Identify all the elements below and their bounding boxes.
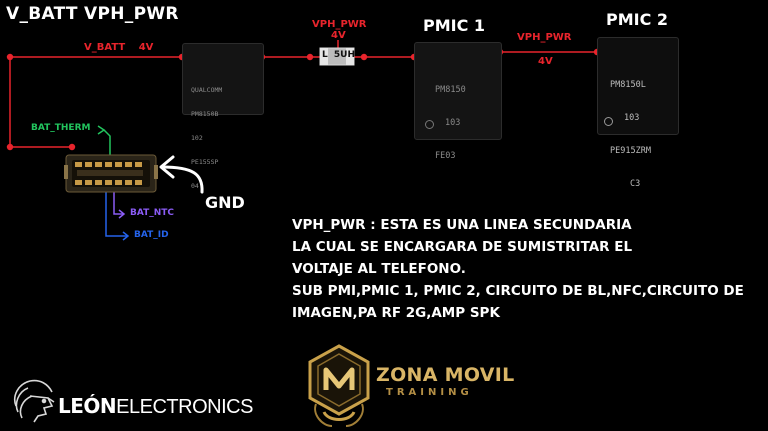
zona-movil-logo: ZONA MOVIL TRAINING xyxy=(302,342,514,430)
bat-therm-wire xyxy=(103,129,111,155)
gnd-label: GND xyxy=(205,193,245,212)
pm8150b-chip: QUALCOMM PM8150B 102 PE155SP 04 xyxy=(182,43,264,190)
leon-bold-text: LEÓN xyxy=(58,394,117,418)
pmic2-label: PMIC 2 xyxy=(606,10,669,29)
bat-ntc-label: BAT_NTC xyxy=(130,208,175,218)
chip-line: PE915ZRM xyxy=(610,146,651,156)
node-dot xyxy=(306,53,314,61)
node-dot xyxy=(68,143,76,151)
chip-line: 103 xyxy=(624,113,640,123)
bat-id-wire xyxy=(105,192,128,237)
training-text: TRAINING xyxy=(386,387,473,398)
battery-connector xyxy=(64,154,158,193)
bat-therm-label: BAT_THERM xyxy=(31,123,91,133)
description-line: IMAGEN,PA RF 2G,AMP SPK xyxy=(292,305,500,321)
inductor xyxy=(319,47,355,66)
description-text: VPH_PWR : ESTA ES UNA LINEA SECUNDARIA L… xyxy=(292,214,752,324)
description-line: VOLTAJE AL TELEFONO. xyxy=(292,261,466,277)
diagram-title: V_BATT VPH_PWR xyxy=(6,4,179,24)
chip-line: PE155SP xyxy=(191,158,219,166)
pin1-marker-icon xyxy=(425,120,434,129)
vph-top-voltage: 4V xyxy=(331,30,346,41)
vph-right-label: VPH_PWR xyxy=(517,32,572,43)
bat-ntc-wire xyxy=(113,192,124,215)
bat-ntc-arrow xyxy=(118,209,126,219)
chip-line: QUALCOMM xyxy=(191,86,223,94)
leon-light-text: ELECTRONICS xyxy=(116,396,253,418)
chip-line: FE03 xyxy=(435,151,456,161)
chip-line: PM8150B xyxy=(191,110,219,118)
pmic1-chip-text: PM8150 103 FE03 xyxy=(435,63,466,184)
node-dot xyxy=(360,53,368,61)
bat-id-arrow xyxy=(122,231,130,241)
pmic1-chip: PM8150 103 FE03 xyxy=(414,42,502,161)
description-line: VPH_PWR : ESTA ES UNA LINEA SECUNDARIA xyxy=(292,217,632,233)
leon-wordmark: LEÓNELECTRONICS xyxy=(58,394,253,419)
pin1-marker-icon xyxy=(604,117,613,126)
vbatt-text: V_BATT xyxy=(84,42,126,53)
vbatt-voltage: 4V xyxy=(138,42,154,53)
vph-top-label: VPH_PWR xyxy=(312,19,367,30)
bat-therm-arrow xyxy=(97,125,106,135)
vbatt-label: V_BATT 4V xyxy=(84,42,153,53)
gnd-arrow xyxy=(159,155,204,194)
pmic2-chip: PM8150L 103 PE915ZRM C3 xyxy=(597,37,679,189)
zona-movil-text: ZONA MOVIL xyxy=(376,364,515,386)
description-line: LA CUAL SE ENCARGARA DE SUMISTRITAR EL xyxy=(292,239,633,255)
node-dot xyxy=(6,143,14,151)
vbatt-loop-wire xyxy=(9,57,72,148)
chip-line: 103 xyxy=(445,118,461,128)
pmic1-label: PMIC 1 xyxy=(423,16,486,35)
vph-right-voltage: 4V xyxy=(538,56,553,67)
node-dot xyxy=(6,53,14,61)
chip-line: PM8150 xyxy=(435,85,466,95)
zona-movil-emblem-icon xyxy=(308,344,370,427)
leon-electronics-logo: LEÓNELECTRONICS xyxy=(8,376,253,426)
inductor-label: L 5UH xyxy=(322,50,355,60)
bat-id-label: BAT_ID xyxy=(134,230,169,240)
inductor-letter: L xyxy=(322,50,328,60)
lion-head-icon xyxy=(14,379,55,423)
chip-line: PM8150L xyxy=(610,80,646,90)
chip-line: 04 xyxy=(191,182,199,190)
chip-line: C3 xyxy=(630,179,641,189)
chip-line: 102 xyxy=(191,134,203,142)
pmic2-chip-text: PM8150L 103 PE915ZRM C3 xyxy=(610,58,651,212)
pm8150b-chip-text: QUALCOMM PM8150B 102 PE155SP 04 xyxy=(191,70,222,206)
description-line: SUB PMI,PMIC 1, PMIC 2, CIRCUITO DE BL,N… xyxy=(292,283,744,299)
inductor-value: 5UH xyxy=(333,50,355,60)
